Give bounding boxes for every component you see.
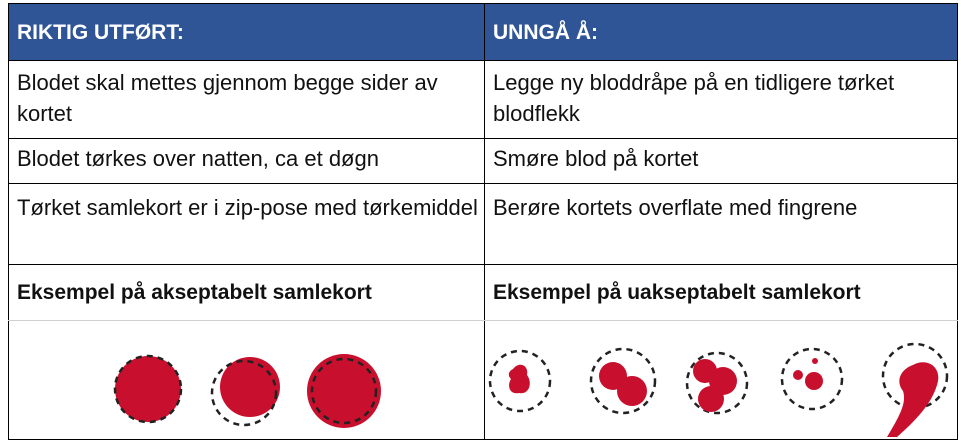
header-row: RIKTIG UTFØRT: UNNGÅ Å: [8, 3, 958, 61]
unacceptable-blood-spots-image [488, 342, 949, 437]
table-row: Blodet skal mettes gjennom begge sider a… [8, 60, 958, 139]
correct-cell: Tørket samlekort er i zip-pose med tørke… [8, 183, 485, 265]
unacceptable-example-cell [484, 320, 958, 440]
acceptable-blood-spots-image [113, 354, 381, 428]
acceptable-example-cell [8, 320, 485, 440]
table-row: Blodet tørkes over natten, ca et døgn Sm… [8, 138, 958, 184]
dashed-circle [881, 342, 949, 410]
blood-spot [220, 357, 280, 417]
avoid-cell: Smøre blod på kortet [484, 138, 958, 184]
blood-spot [508, 364, 530, 394]
correct-cell: Blodet tørkes over natten, ca et døgn [8, 138, 485, 184]
blood-spot [805, 372, 823, 390]
dashed-circle [589, 347, 657, 415]
examples-label-row: Eksempel på akseptabelt samlekort Eksemp… [8, 264, 958, 321]
dashed-circle [780, 347, 844, 411]
blood-spot [115, 356, 181, 422]
unacceptable-example-label: Eksempel på uakseptabelt samlekort [484, 264, 958, 321]
examples-image-row [8, 320, 958, 440]
dashed-circle [685, 351, 749, 415]
dashed-circle [310, 357, 378, 425]
header-avoid: UNNGÅ Å: [484, 3, 958, 61]
blood-spot [812, 358, 818, 364]
avoid-cell: Berøre kortets overflate med fingrene [484, 183, 958, 265]
blood-spot [698, 386, 724, 412]
dashed-circle [488, 349, 552, 413]
dashed-circle [113, 354, 183, 424]
blood-spot [307, 354, 381, 428]
blood-spot [793, 370, 803, 380]
guidelines-table: RIKTIG UTFØRT: UNNGÅ Å: Blodet skal mett… [8, 3, 958, 440]
avoid-cell: Legge ny bloddråpe på en tidligere tørke… [484, 60, 958, 139]
dashed-circle [210, 359, 278, 427]
correct-cell: Blodet skal mettes gjennom begge sider a… [8, 60, 485, 139]
blood-spot [887, 362, 939, 437]
blood-spot [617, 376, 647, 406]
header-correct: RIKTIG UTFØRT: [8, 3, 485, 61]
table-row: Tørket samlekort er i zip-pose med tørke… [8, 183, 958, 265]
acceptable-example-label: Eksempel på akseptabelt samlekort [8, 264, 485, 321]
